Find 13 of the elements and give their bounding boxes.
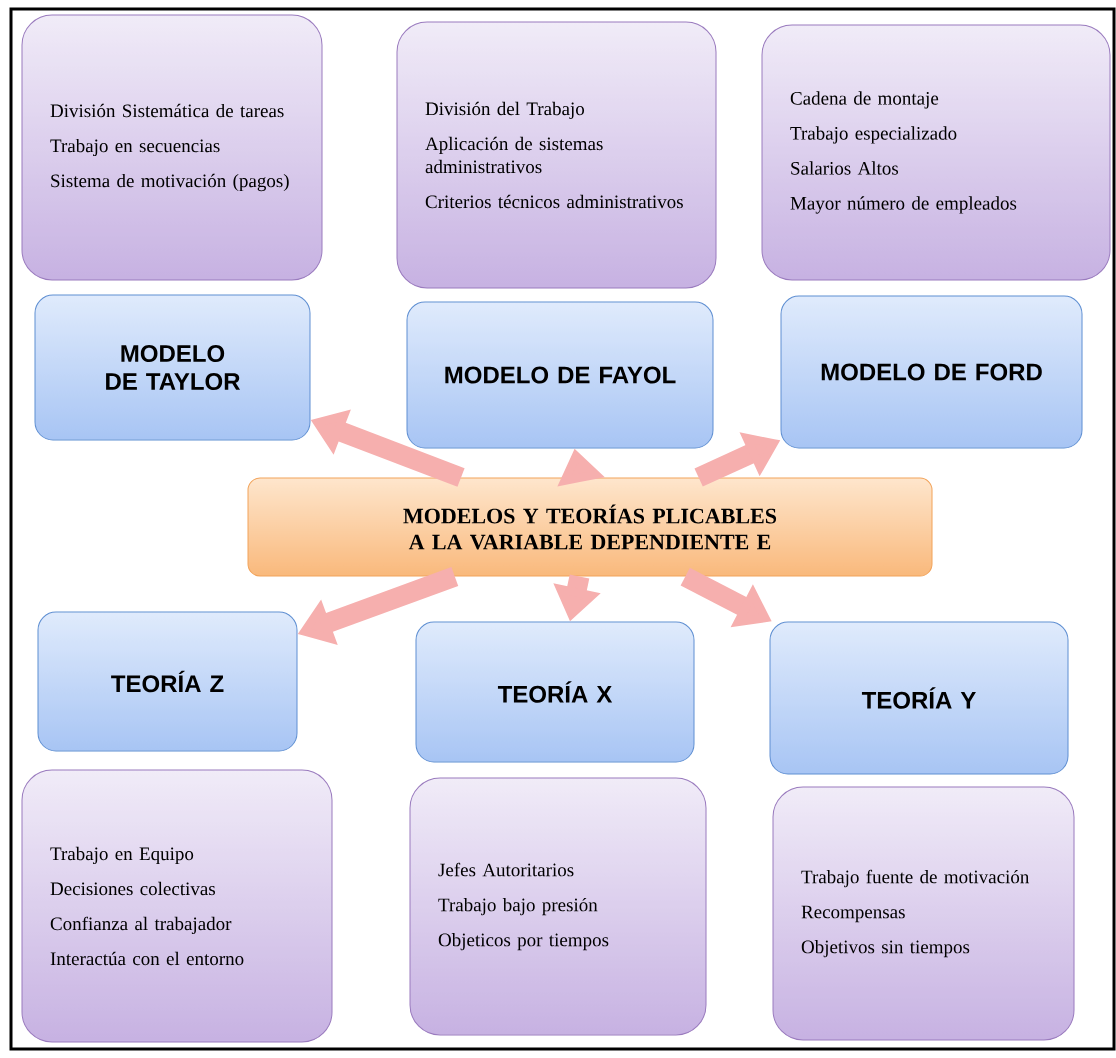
list-box: Cadena de montaje Trabajo especializado Salarios Altos Mayor número de empleados: [761, 24, 1111, 281]
list-box: División Sistemática de tareas Trabajo en secuencias Sistema de motivación (pagos): [21, 14, 323, 281]
title-box: TEORÍA X: [415, 621, 695, 763]
title-box: TEORÍA Y: [769, 621, 1069, 775]
list-box: Trabajo fuente de motivación Recompensas Objetivos sin tiempos: [772, 786, 1075, 1041]
title-box: MODELO DE FAYOL: [406, 301, 714, 449]
title-box: MODELO DE TAYLOR: [34, 294, 311, 441]
title-box: MODELO DE FORD: [780, 295, 1083, 449]
title-box: TEORÍA Z: [37, 611, 298, 752]
list-box: Jefes Autoritarios Trabajo bajo presión Objeticos por tiempos: [409, 777, 707, 1036]
central-box: MODELOS Y TEORÍAS PLICABLES A LA VARIABLE DEPENDIENTE E: [247, 477, 933, 577]
list-box: Trabajo en Equipo Decisiones colectivas Confianza al trabajador Interactúa con el entorno: [21, 769, 333, 1043]
list-box: División del Trabajo Aplicación de sistemas administrativos Criterios técnicos administrativos: [396, 21, 717, 289]
